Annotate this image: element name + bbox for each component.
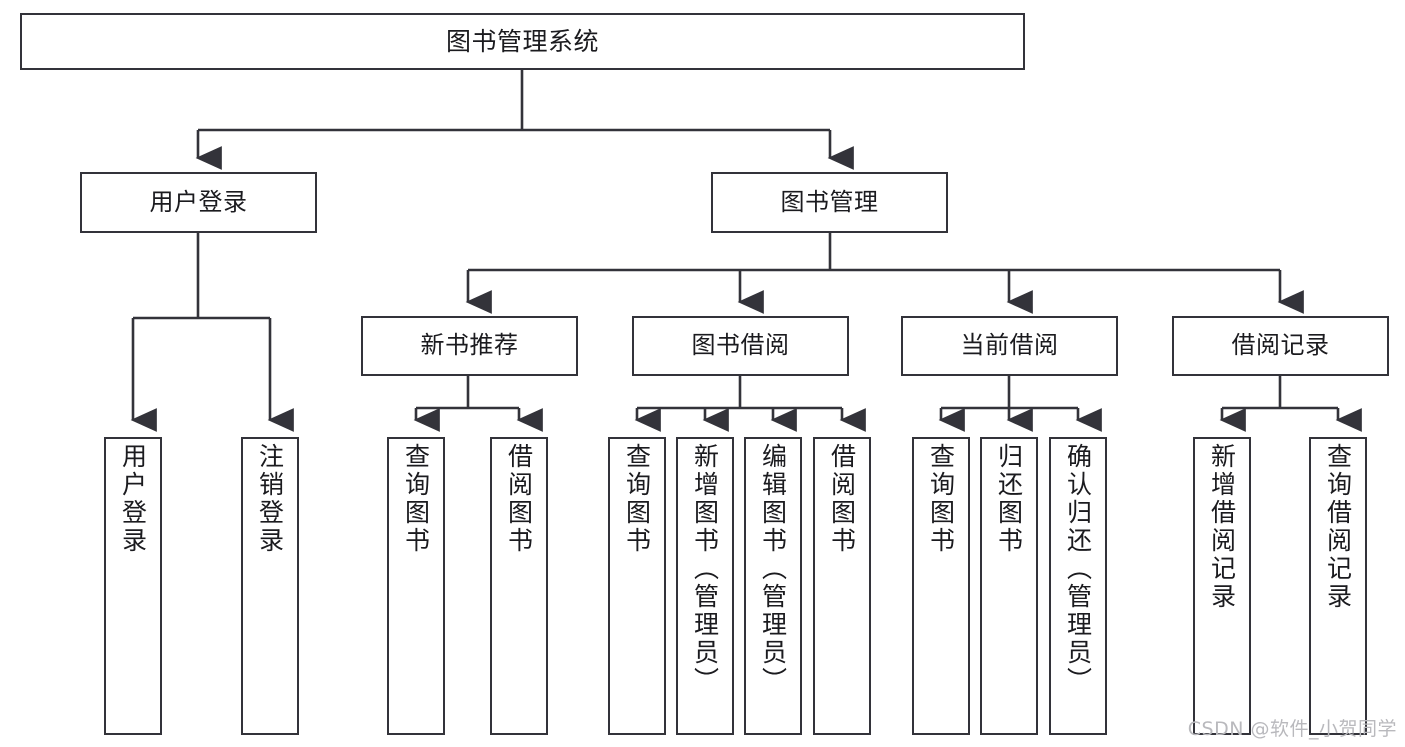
node-new-book-recommend[interactable]: 新书推荐 xyxy=(361,316,578,376)
node-leaf-borrow-book-2-label: 借阅图书 xyxy=(827,443,857,555)
node-leaf-query-book-2-label: 查询图书 xyxy=(622,443,652,555)
node-leaf-logout-label: 注销登录 xyxy=(255,443,285,555)
node-current-borrow-label: 当前借阅 xyxy=(960,331,1059,360)
node-leaf-query-book-1-label: 查询图书 xyxy=(401,443,431,555)
node-leaf-query-book-2[interactable]: 查询图书 xyxy=(608,437,666,735)
node-leaf-return-book-label: 归还图书 xyxy=(994,443,1024,555)
node-leaf-query-record-label: 查询借阅记录 xyxy=(1323,443,1353,611)
node-borrow-record[interactable]: 借阅记录 xyxy=(1172,316,1389,376)
node-leaf-return-book[interactable]: 归还图书 xyxy=(980,437,1038,735)
node-leaf-add-book-label: 新增图书（管理员） xyxy=(690,443,720,695)
node-leaf-user-login[interactable]: 用户登录 xyxy=(104,437,162,735)
node-book-management[interactable]: 图书管理 xyxy=(711,172,948,233)
node-user-login-label: 用户登录 xyxy=(149,187,248,216)
node-new-book-recommend-label: 新书推荐 xyxy=(420,331,519,360)
node-user-login[interactable]: 用户登录 xyxy=(80,172,317,233)
node-leaf-confirm-return[interactable]: 确认归还（管理员） xyxy=(1049,437,1107,735)
node-leaf-borrow-book-1-label: 借阅图书 xyxy=(504,443,534,555)
node-leaf-edit-book-label: 编辑图书（管理员） xyxy=(758,443,788,695)
node-leaf-borrow-book-2[interactable]: 借阅图书 xyxy=(813,437,871,735)
node-root[interactable]: 图书管理系统 xyxy=(20,13,1025,70)
node-leaf-query-book-3-label: 查询图书 xyxy=(926,443,956,555)
node-leaf-query-book-3[interactable]: 查询图书 xyxy=(912,437,970,735)
watermark-text: CSDN @软件_小贺同学 xyxy=(1187,718,1397,740)
node-current-borrow[interactable]: 当前借阅 xyxy=(901,316,1118,376)
node-leaf-confirm-return-label: 确认归还（管理员） xyxy=(1063,443,1093,695)
node-leaf-add-book[interactable]: 新增图书（管理员） xyxy=(676,437,734,735)
node-leaf-add-record[interactable]: 新增借阅记录 xyxy=(1193,437,1251,735)
node-leaf-query-record[interactable]: 查询借阅记录 xyxy=(1309,437,1367,735)
node-book-management-label: 图书管理 xyxy=(780,187,879,216)
node-book-borrow[interactable]: 图书借阅 xyxy=(632,316,849,376)
node-root-label: 图书管理系统 xyxy=(445,27,599,56)
node-leaf-logout[interactable]: 注销登录 xyxy=(241,437,299,735)
node-leaf-edit-book[interactable]: 编辑图书（管理员） xyxy=(744,437,802,735)
node-leaf-borrow-book-1[interactable]: 借阅图书 xyxy=(490,437,548,735)
node-leaf-query-book-1[interactable]: 查询图书 xyxy=(387,437,445,735)
node-leaf-add-record-label: 新增借阅记录 xyxy=(1207,443,1237,611)
node-leaf-user-login-label: 用户登录 xyxy=(118,443,148,555)
node-book-borrow-label: 图书借阅 xyxy=(691,331,790,360)
node-borrow-record-label: 借阅记录 xyxy=(1231,331,1330,360)
